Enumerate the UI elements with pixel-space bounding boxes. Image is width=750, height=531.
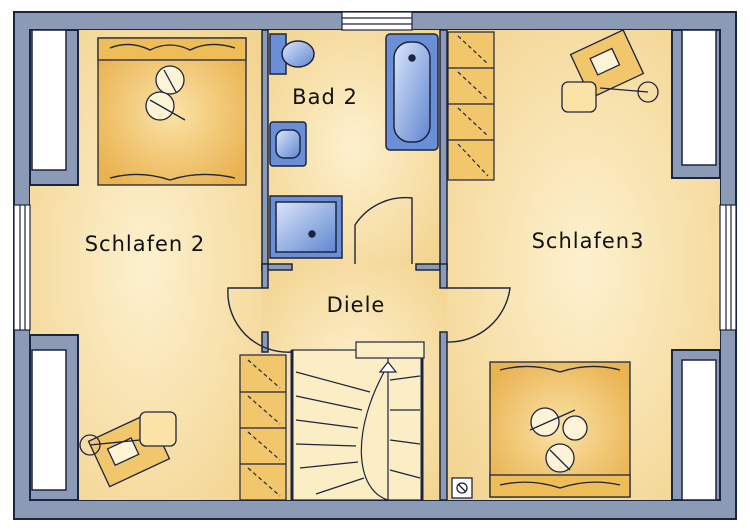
label-diele: Diele [327,293,386,317]
staircase [290,341,425,501]
wardrobe-schlafen-2 [239,354,287,501]
door-schlafen-3 [446,287,511,343]
shower [269,195,343,259]
bed-schlafen-2 [97,37,247,186]
interior-walls [261,29,448,501]
washbasin [269,121,307,167]
doors [227,196,511,353]
window-sw [31,349,67,491]
bed-schlafen-3 [489,361,631,498]
desk-schlafen-2 [79,411,177,488]
window-se [681,359,717,501]
door-bad-2 [354,196,413,264]
label-schlafen-2: Schlafen 2 [85,232,206,256]
floor-drain [451,477,473,499]
bathtub [385,33,439,151]
desk-schlafen-3 [561,29,659,113]
wardrobe-schlafen-3 [447,31,495,181]
window-nw [31,29,67,171]
window-ne [681,29,717,166]
dormer-windows [31,29,717,501]
door-schlafen-2 [227,287,293,353]
label-bad-2: Bad 2 [292,85,358,109]
toilet [269,33,315,75]
label-schlafen-3: Schlafen3 [532,229,645,253]
gable-windows [13,11,737,331]
